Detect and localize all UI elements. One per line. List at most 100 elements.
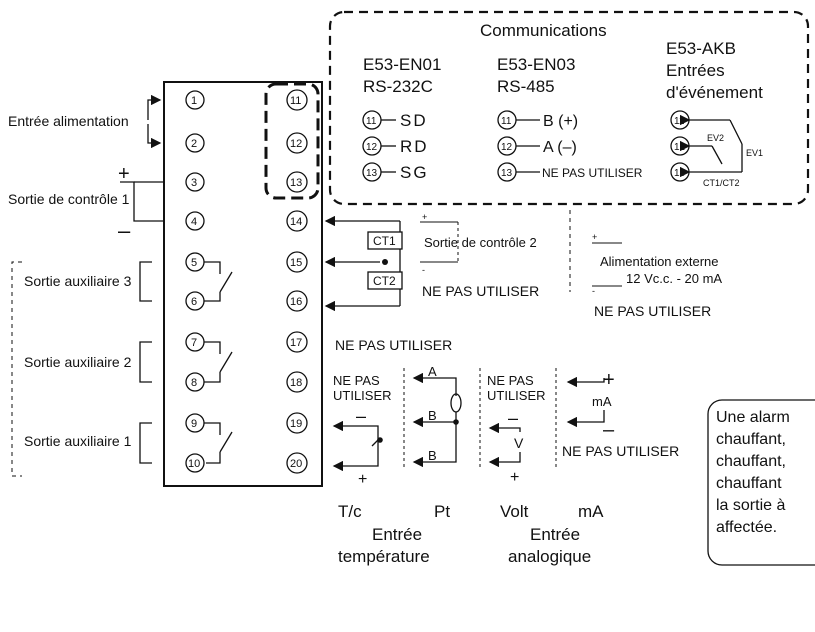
ma-minus: –: [603, 419, 615, 441]
control-output-1-plus: +: [118, 163, 130, 185]
not-used-ext: NE PAS UTILISER: [594, 303, 711, 319]
temp-input-2: température: [338, 547, 430, 566]
svg-text:13: 13: [366, 168, 378, 179]
svg-text:15: 15: [290, 257, 302, 269]
volt-minus: –: [508, 408, 518, 428]
tc-not-used-1: NE PAS: [333, 373, 380, 388]
comm-sg: SG: [400, 163, 429, 182]
pt-junction: [453, 419, 459, 425]
control-output-2-label: Sortie de contrôle 2: [424, 235, 537, 250]
control-output-2-plus: +: [422, 212, 427, 222]
temp-input-1: Entrée: [372, 525, 422, 544]
aux-output-2-label: Sortie auxiliaire 2: [24, 354, 132, 370]
power-input-wiring: [147, 94, 162, 149]
svg-text:12: 12: [290, 138, 302, 150]
comm-b-plus: B (+): [543, 113, 578, 130]
power-input-label: Entrée alimentation: [8, 113, 129, 129]
comm-terminals-highlight: [264, 82, 320, 200]
comm-col2-terminals: 11 12 13: [497, 110, 540, 182]
analog-input-2: analogique: [508, 547, 591, 566]
comm-ev2: EV2: [707, 133, 724, 143]
tc-plus: +: [358, 471, 367, 488]
note-line-4: chauffant: [716, 475, 782, 492]
terminal-block: [163, 81, 323, 487]
note-line-6: affectée.: [716, 519, 777, 536]
svg-text:17: 17: [290, 337, 302, 349]
comm-not-used: NE PAS UTILISER: [542, 166, 643, 180]
label-volt: Volt: [500, 502, 529, 521]
comm-sd: SD: [400, 111, 428, 130]
tc-junction: [377, 437, 383, 443]
svg-text:7: 7: [191, 337, 197, 349]
not-used-16: NE PAS UTILISER: [422, 283, 539, 299]
external-power-wiring: [592, 242, 622, 287]
aux-output-3-label: Sortie auxiliaire 3: [24, 273, 132, 289]
analog-input-1: Entrée: [530, 525, 580, 544]
external-power-plus: +: [592, 232, 597, 242]
comm-col3-terminals: 11 12 13: [670, 110, 743, 182]
svg-text:2: 2: [191, 138, 197, 150]
external-power-spec: 12 Vc.c. - 20 mA: [626, 271, 722, 286]
note-line-1: Une alarm: [716, 409, 790, 426]
comm-model-en03: E53-EN03: [497, 55, 575, 74]
right-terminals: 11 12 13 14 15 16 17 18 19 20: [286, 89, 308, 474]
tc-not-used-2: UTILISER: [333, 388, 392, 403]
communications-title: Communications: [480, 21, 607, 40]
ma-not-used: NE PAS UTILISER: [562, 443, 679, 459]
comm-col1-terminals: 11 12 13: [362, 110, 396, 182]
svg-text:13: 13: [674, 168, 686, 179]
pt100-wiring: [412, 372, 462, 468]
control-output-2-minus: -: [422, 265, 425, 275]
pt-a: A: [428, 364, 437, 379]
aux-outputs-bracket: [11, 261, 22, 477]
aux-output-3-wiring: [139, 261, 233, 302]
external-power-label: Alimentation externe: [600, 254, 719, 269]
svg-text:12: 12: [501, 142, 513, 153]
volt-v: V: [514, 435, 524, 451]
aux-output-1-wiring: [139, 422, 233, 464]
comm-model-en01: E53-EN01: [363, 55, 441, 74]
label-tc: T/c: [338, 502, 362, 521]
svg-text:6: 6: [191, 296, 197, 308]
note-line-2: chauffant,: [716, 431, 786, 448]
control-output-1-minus: –: [118, 218, 131, 243]
ct-junction-dot: [382, 259, 388, 265]
svg-text:3: 3: [191, 177, 197, 189]
ct2-label: CT2: [373, 274, 396, 288]
svg-text:11: 11: [501, 116, 512, 127]
note-line-5: la sortie à: [716, 497, 785, 514]
aux-output-2-wiring: [139, 341, 233, 383]
svg-text:11: 11: [674, 116, 685, 127]
pt-b1: B: [428, 408, 437, 423]
comm-ct1-ct2: CT1/CT2: [703, 178, 740, 188]
ct1-box: [367, 231, 403, 250]
ct1-label: CT1: [373, 234, 396, 248]
comm-rd: RD: [400, 137, 429, 156]
svg-text:20: 20: [290, 458, 302, 470]
svg-text:13: 13: [501, 168, 513, 179]
control-output-1-label: Sortie de contrôle 1: [8, 191, 130, 207]
comm-type-rs485: RS-485: [497, 77, 555, 96]
ma-plus: +: [603, 369, 615, 391]
comm-akb-line3: d'événement: [666, 83, 763, 102]
comm-model-akb: E53-AKB: [666, 39, 736, 58]
svg-text:19: 19: [290, 418, 302, 430]
label-pt: Pt: [434, 502, 450, 521]
comm-a-minus: A (–): [543, 139, 577, 156]
volt-wiring: [488, 422, 521, 468]
not-used-17: NE PAS UTILISER: [335, 337, 452, 353]
svg-text:11: 11: [290, 95, 301, 107]
analog-not-used-1: NE PAS: [487, 373, 534, 388]
volt-plus: +: [510, 469, 519, 486]
svg-text:14: 14: [290, 216, 302, 228]
svg-text:8: 8: [191, 377, 197, 389]
thermocouple-wiring: [332, 420, 379, 472]
aux-output-1-label: Sortie auxiliaire 1: [24, 433, 132, 449]
svg-text:12: 12: [366, 142, 378, 153]
alarm-note-box: [707, 399, 815, 566]
ma-mid: mA: [592, 394, 612, 409]
label-ma: mA: [578, 502, 604, 521]
svg-text:16: 16: [290, 296, 302, 308]
svg-text:9: 9: [191, 418, 197, 430]
